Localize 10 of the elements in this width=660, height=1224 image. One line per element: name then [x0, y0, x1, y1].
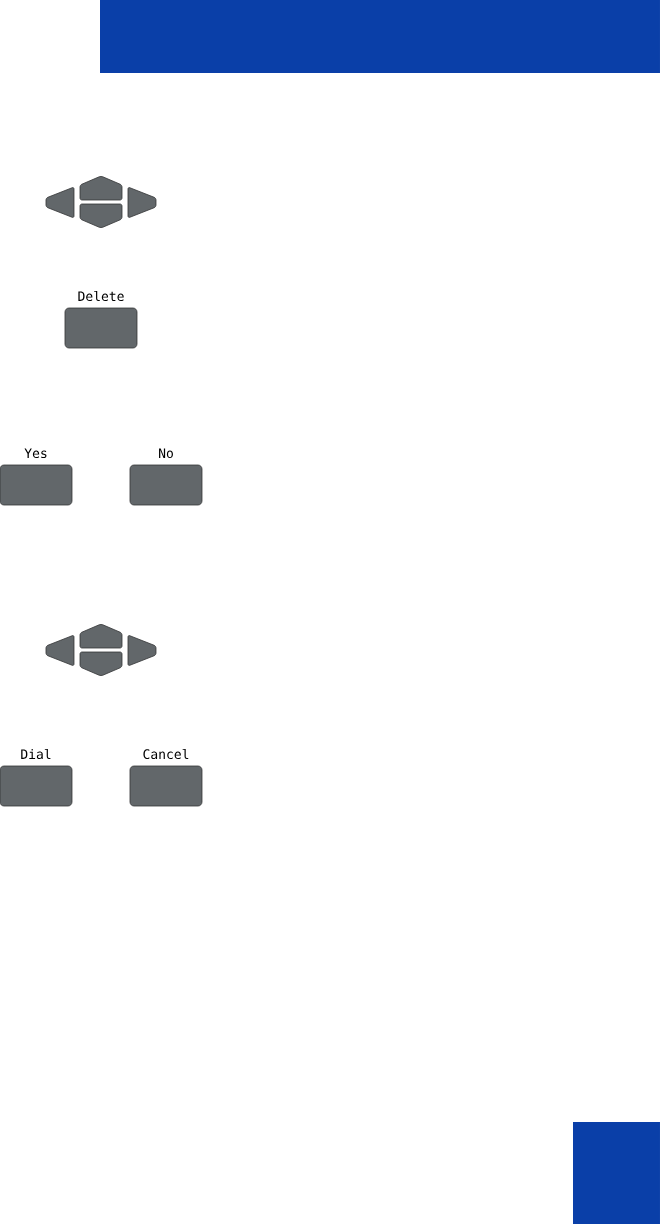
node-label: Delete	[78, 290, 124, 302]
node-label: Cancel	[143, 748, 189, 760]
soft-key: Yes	[0, 448, 73, 506]
node-label: Yes	[24, 448, 47, 459]
soft-key: Dial	[0, 748, 73, 807]
node-label: Dial	[21, 748, 51, 760]
soft-key: Delete	[64, 290, 138, 349]
soft-key: No	[129, 448, 203, 506]
node-label: No	[159, 448, 173, 459]
soft-key: Cancel	[129, 748, 203, 807]
